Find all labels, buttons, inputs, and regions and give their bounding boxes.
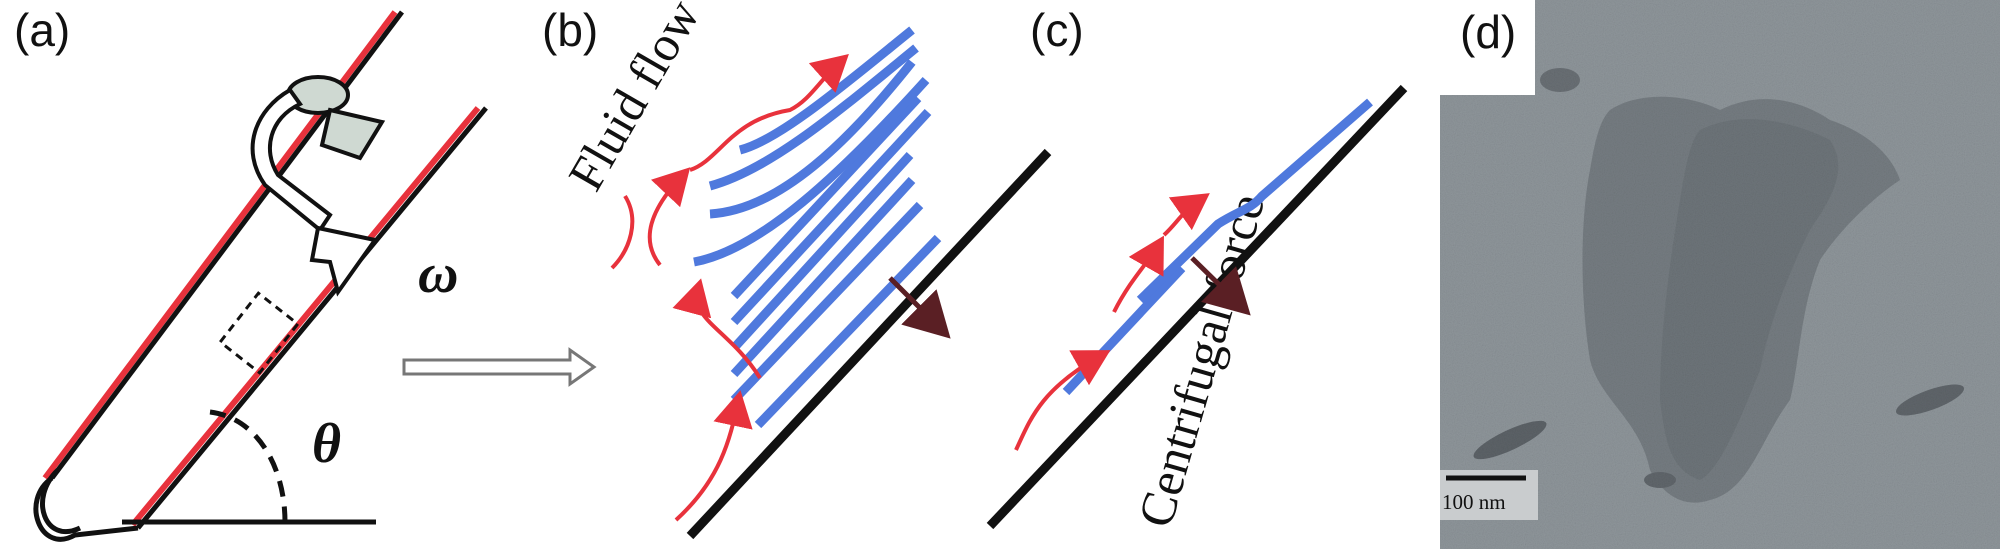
sheet <box>730 108 932 326</box>
panel-b: (b) Fluid flow <box>542 0 1052 540</box>
force-arrow <box>888 276 951 339</box>
flow-arrows <box>1014 193 1210 451</box>
flow-arrow <box>672 278 762 380</box>
scale-bar-label: 100 nm <box>1442 490 1506 514</box>
flow-arrows <box>610 53 849 522</box>
theta-symbol: θ <box>312 413 341 475</box>
debris <box>1644 472 1676 488</box>
flow-arrow <box>689 53 849 172</box>
transition-arrow <box>402 347 597 387</box>
label-background <box>1440 0 1535 95</box>
nanosheet-stack <box>693 26 942 429</box>
rotation-arrow <box>250 75 386 297</box>
debris <box>1540 68 1580 92</box>
flow-arrow <box>674 390 753 522</box>
sheet <box>1136 98 1373 304</box>
sheet <box>709 59 916 219</box>
sheet <box>730 151 914 352</box>
omega-symbol: ω <box>418 243 459 305</box>
tube-wall <box>986 84 1408 530</box>
flow-arrow <box>1162 193 1210 237</box>
zoom-box <box>218 291 300 375</box>
panel-b-label: (b) <box>542 4 598 56</box>
flow-arrow <box>1014 350 1111 451</box>
sheet <box>730 201 924 404</box>
sheet <box>1062 264 1186 396</box>
flake-overlap <box>1660 119 1839 480</box>
panel-a: (a) ω θ <box>14 4 597 542</box>
force-arrow <box>1190 256 1251 316</box>
debris <box>1473 420 1547 460</box>
panel-d: 100 nm <box>1440 0 2000 549</box>
flow-arrow <box>610 194 635 270</box>
panel-c: (c) Centrifugal force <box>986 4 1408 533</box>
debris <box>1895 384 1965 416</box>
flow-arrow <box>647 167 691 267</box>
panel-c-label: (c) <box>1030 4 1084 56</box>
panel-d-label: (d) <box>1460 6 1516 58</box>
sheet <box>730 94 922 300</box>
sheet <box>708 44 919 191</box>
flow-arrow <box>1112 235 1164 313</box>
panel-a-label: (a) <box>14 4 70 56</box>
sheet <box>738 26 915 155</box>
sheet <box>730 176 916 378</box>
tube-wall <box>686 148 1052 540</box>
sheet <box>693 76 930 267</box>
sheet <box>754 234 942 429</box>
